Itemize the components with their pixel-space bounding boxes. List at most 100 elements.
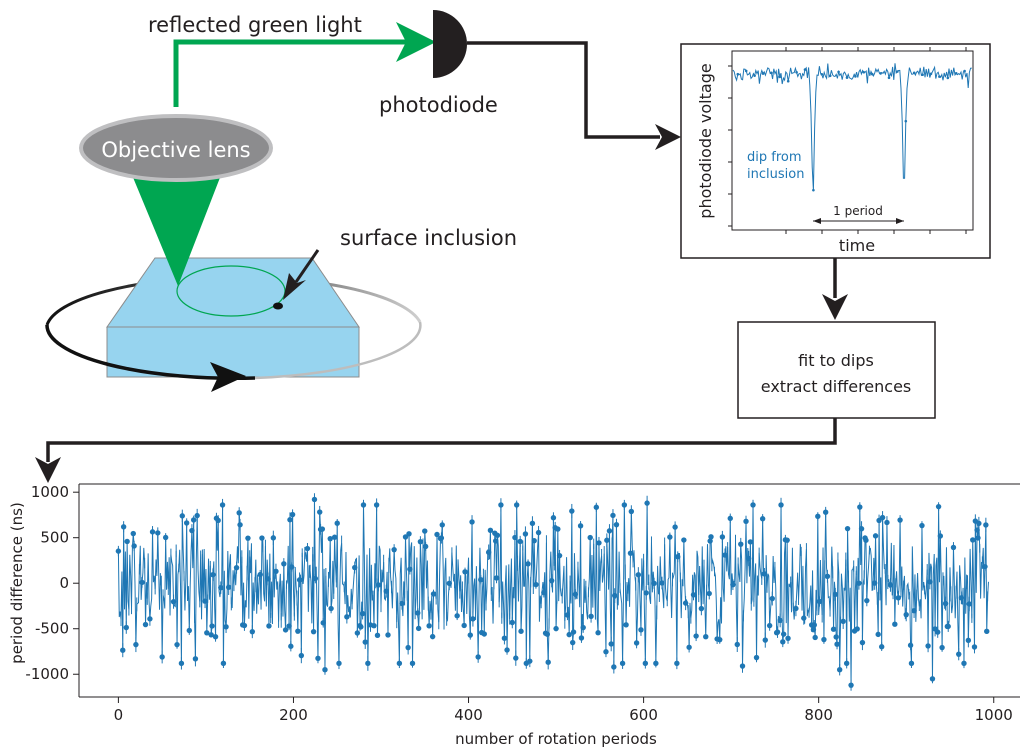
- sample-front-face: [106, 326, 360, 378]
- data-point: [133, 641, 139, 648]
- data-point: [856, 580, 862, 586]
- data-point: [840, 618, 846, 625]
- data-point: [399, 600, 405, 607]
- data-point: [373, 502, 380, 508]
- inset-ylabel: photodiode voltage: [696, 63, 715, 218]
- data-point: [241, 622, 248, 629]
- data-point: [257, 571, 263, 578]
- data-point: [816, 598, 823, 605]
- data-point: [288, 643, 294, 649]
- data-point: [485, 549, 492, 555]
- fit-box-line2: extract differences: [761, 377, 912, 396]
- data-point: [209, 623, 215, 629]
- data-point: [327, 535, 333, 542]
- data-point: [965, 637, 972, 644]
- data-point: [233, 564, 240, 571]
- data-point: [317, 509, 323, 515]
- data-point: [360, 502, 367, 508]
- data-point: [555, 526, 561, 532]
- data-point: [282, 627, 289, 633]
- data-point: [120, 647, 126, 653]
- data-point: [358, 624, 364, 630]
- data-point: [730, 581, 736, 588]
- inset-to-fit-arrowhead: [822, 294, 848, 320]
- inset-point: [921, 73, 924, 77]
- inset-point: [896, 70, 899, 73]
- data-point: [875, 631, 881, 638]
- data-point: [753, 654, 760, 661]
- data-point: [415, 610, 421, 616]
- data-point: [328, 605, 334, 612]
- inset-point: [803, 68, 807, 71]
- data-point: [907, 642, 914, 648]
- data-point: [556, 552, 563, 559]
- data-point: [578, 635, 585, 641]
- fit-box-line1: fit to dips: [798, 351, 874, 370]
- data-point: [672, 524, 678, 530]
- data-point: [815, 513, 821, 520]
- data-point: [929, 676, 936, 682]
- data-point: [857, 504, 863, 510]
- data-point: [887, 582, 894, 588]
- data-point: [298, 652, 305, 659]
- data-point: [848, 682, 854, 688]
- inset-point: [929, 72, 933, 76]
- data-point: [142, 621, 149, 628]
- data-point: [766, 622, 773, 629]
- y-tick-label: -500: [35, 620, 69, 638]
- data-point: [470, 616, 476, 622]
- data-point: [774, 629, 781, 635]
- data-point: [706, 590, 712, 597]
- data-point: [903, 611, 909, 618]
- data-point: [908, 660, 915, 667]
- data-point: [149, 529, 156, 535]
- data-point: [504, 647, 510, 653]
- x-tick-label: 400: [454, 706, 483, 724]
- chart-xlabel: number of rotation periods: [455, 730, 657, 748]
- data-point: [475, 654, 481, 660]
- data-point: [604, 537, 610, 543]
- data-point: [215, 517, 221, 524]
- data-point: [727, 515, 733, 522]
- inset-plot: photodiode voltage time dip from inclusi…: [680, 43, 991, 259]
- data-point: [383, 588, 389, 594]
- inset-period-arrowhead-left: [813, 218, 821, 224]
- data-point: [438, 535, 445, 541]
- data-point: [295, 628, 301, 634]
- data-point: [608, 641, 614, 647]
- data-point: [667, 534, 673, 540]
- data-point: [611, 664, 617, 670]
- data-point: [644, 500, 650, 506]
- data-point: [406, 531, 412, 537]
- data-point: [693, 633, 699, 639]
- data-point: [761, 571, 768, 577]
- data-point: [467, 632, 473, 638]
- x-tick-label: 800: [804, 706, 833, 724]
- data-point: [192, 656, 199, 662]
- inset-point: [837, 70, 840, 74]
- data-point: [919, 522, 925, 529]
- x-tick-label: 200: [279, 706, 308, 724]
- data-point: [785, 635, 791, 641]
- data-point: [621, 502, 628, 508]
- inset-dip-annotation-line1: dip from: [747, 150, 802, 165]
- focused-beam: [132, 175, 221, 286]
- reflected-light-arrowhead: [396, 22, 436, 62]
- data-point: [686, 644, 692, 650]
- y-tick-label: 500: [40, 529, 69, 547]
- data-point: [155, 530, 161, 536]
- data-point: [682, 600, 689, 606]
- data-point: [273, 568, 279, 574]
- data-point: [793, 605, 799, 612]
- objective-lens: [79, 114, 273, 182]
- data-point: [352, 564, 358, 571]
- data-point: [970, 537, 976, 543]
- data-point: [454, 613, 460, 619]
- data-point: [147, 616, 153, 622]
- data-point: [527, 658, 533, 664]
- data-point: [493, 575, 500, 581]
- data-point: [513, 655, 519, 661]
- data-point: [734, 641, 740, 648]
